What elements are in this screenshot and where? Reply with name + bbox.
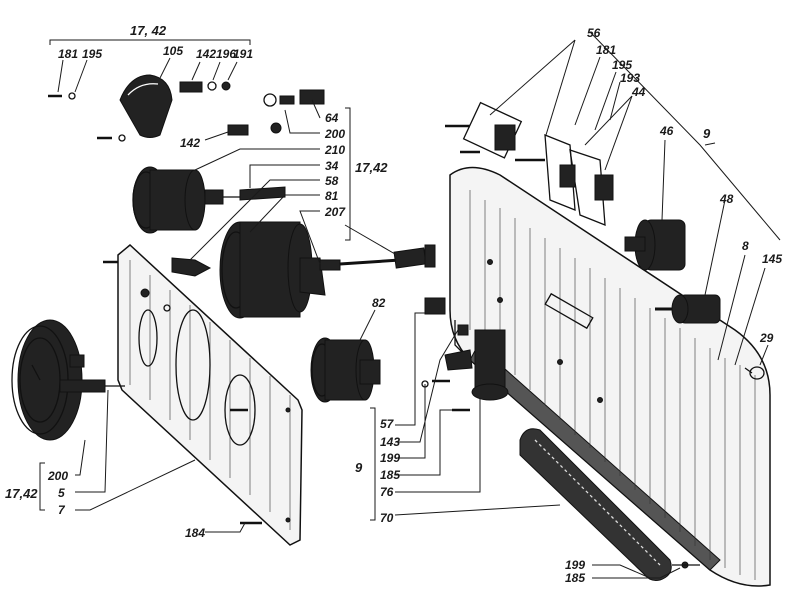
label-70: 70 [380, 511, 394, 525]
label-195-right: 195 [612, 58, 632, 72]
label-185-mid: 185 [380, 468, 400, 482]
label-34: 34 [325, 159, 339, 173]
label-57: 57 [380, 417, 395, 431]
sensor-48 [655, 294, 721, 324]
label-142-top: 142 [196, 47, 216, 61]
label-48: 48 [719, 192, 734, 206]
label-207: 207 [324, 205, 346, 219]
label-195-top: 195 [82, 47, 102, 61]
label-105: 105 [163, 44, 183, 58]
gauge-210 [132, 166, 286, 234]
label-29: 29 [759, 331, 774, 345]
label-200-left: 200 [47, 469, 68, 483]
label-group-center: 17,42 [355, 160, 388, 175]
label-184: 184 [185, 526, 205, 540]
connector-76 [421, 297, 509, 412]
part-labels: 17, 42 181 195 105 142 196 191 142 64 20… [5, 23, 782, 585]
clip-29 [744, 366, 765, 380]
label-191: 191 [233, 47, 253, 61]
bracket-44 [515, 134, 614, 226]
label-46: 46 [659, 124, 674, 138]
label-9-right: 9 [703, 126, 711, 141]
label-56: 56 [587, 26, 601, 40]
label-210: 210 [324, 143, 345, 157]
label-44: 44 [631, 85, 646, 99]
label-7: 7 [58, 503, 66, 517]
label-196: 196 [216, 47, 236, 61]
label-145: 145 [762, 252, 782, 266]
label-193: 193 [620, 71, 640, 85]
speedometer-81 [219, 221, 436, 319]
label-group-left: 17,42 [5, 486, 38, 501]
label-142-mid: 142 [180, 136, 200, 150]
label-199-bottom: 199 [565, 558, 585, 572]
leader-lines [39, 31, 781, 579]
label-81: 81 [325, 189, 339, 203]
label-5: 5 [58, 486, 65, 500]
light-switch-knob-105 [119, 74, 173, 138]
large-gauge-assembly [11, 319, 125, 441]
label-58: 58 [325, 174, 339, 188]
small-fasteners-top [48, 81, 325, 142]
label-64: 64 [325, 111, 339, 125]
front-panel-plate [117, 244, 303, 546]
label-76: 76 [380, 485, 394, 499]
label-group-9: 9 [355, 460, 363, 475]
relay-46 [624, 219, 686, 271]
label-181-top: 181 [58, 47, 78, 61]
label-181-right: 181 [596, 43, 616, 57]
label-82: 82 [372, 296, 386, 310]
label-143: 143 [380, 435, 400, 449]
label-top-group: 17, 42 [130, 23, 167, 38]
screws-misc [103, 257, 262, 525]
switch-block-56 [445, 101, 523, 159]
label-8: 8 [742, 239, 749, 253]
gauge-82 [310, 337, 381, 403]
dashboard-housing [449, 166, 771, 587]
label-185-bottom: 185 [565, 571, 585, 585]
label-200-top: 200 [324, 127, 345, 141]
label-199-mid: 199 [380, 451, 400, 465]
